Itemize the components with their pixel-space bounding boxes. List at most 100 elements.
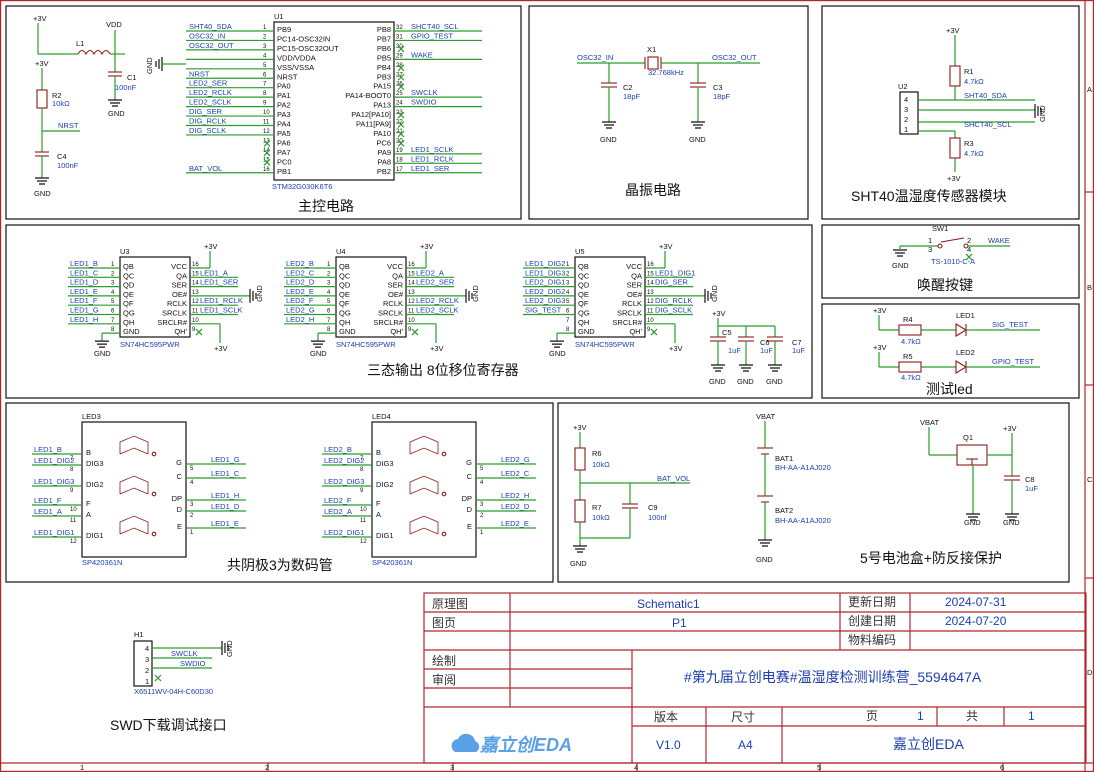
resistor-r6 [574, 447, 586, 471]
shift-pin-num: 10 [192, 318, 199, 324]
title-battery: 5号电池盒+防反接保护 [860, 550, 1002, 566]
svg-text:L1: L1 [76, 39, 84, 48]
shift-pwr-label: +3V [430, 344, 444, 353]
mcu-net-right: LED1_SCLK [411, 145, 454, 154]
seg-pin-num: 1 [190, 530, 194, 536]
seg-pin-num: 10 [360, 507, 367, 513]
shift-pin-right: QH' [174, 327, 187, 336]
shift-pin-num: 9 [192, 327, 196, 333]
shift-net-left: LED2_B [286, 259, 314, 268]
shift-pin-num: 14 [408, 281, 415, 287]
shift-net-right: DIG_RCLK [655, 296, 693, 305]
mcu-pin-right: PA14-BOOT0 [345, 91, 391, 100]
mcu-chip[interactable]: U1 STM32G030K6T6 PB91SHT40_SDAPC14-OSC32… [186, 12, 482, 191]
shift-pwr-label: +3V [669, 344, 683, 353]
shift-net-right: LED1_SER [200, 278, 239, 287]
tb-label-page: 图页 [432, 616, 456, 630]
tb-label-draw: 绘制 [432, 653, 456, 668]
mcu-pin-num: 3 [263, 44, 267, 50]
resistor-r3 [949, 137, 961, 159]
mcu-net-right: WAKE [411, 50, 433, 59]
seg-net-right: LED2_D [501, 502, 530, 511]
mcu-pin-right: PB4 [377, 63, 391, 72]
shift-pin-num: 9 [408, 327, 412, 333]
svg-text:GND: GND [1038, 105, 1047, 122]
seg-pin-right: G [466, 458, 472, 467]
net-osc32-in: OSC32_IN [577, 53, 613, 62]
mcu-net-left: LED2_SER [189, 79, 228, 88]
svg-text:R4: R4 [903, 315, 913, 324]
seg-pin-left: DIG3 [376, 459, 394, 468]
svg-text:18pF: 18pF [713, 92, 731, 101]
cloud-logo-icon [451, 733, 480, 752]
shift-pin-num: 3 [566, 281, 570, 287]
mcu-net-left: SHT40_SDA [189, 22, 232, 31]
border-mark-2: 2 [265, 763, 269, 772]
frame-battery [557, 402, 1070, 583]
svg-text:4.7kΩ: 4.7kΩ [964, 149, 984, 158]
shift-pin-right: SER [172, 281, 188, 290]
shift-pin-left: QH [339, 318, 350, 327]
shift-pwr-label: +3V [420, 242, 434, 251]
shift-pin-num: 2 [111, 271, 115, 277]
shift-net-left: LED2_F [286, 296, 314, 305]
swd-header[interactable]: H1 4 3 2 1 SWCLK SWDIO GND X6511WV-04H-C… [133, 630, 234, 696]
shift-net-left: LED1_DIG2 [525, 259, 565, 268]
seg-net-left: LED2_A [324, 507, 352, 516]
mcu-net-left: DIG_SCLK [189, 126, 226, 135]
seg-part: SP420361N [372, 558, 412, 567]
shift-pin-left: GND [339, 327, 356, 336]
tb-created: 2024-07-20 [945, 614, 1007, 628]
shift-pin-right: QH' [629, 327, 642, 336]
mcu-net-left: NRST [189, 69, 210, 78]
tb-page-name: P1 [672, 616, 687, 630]
svg-text:3: 3 [145, 655, 149, 664]
mcu-pin-num: 25 [396, 91, 403, 97]
wake-button[interactable]: SW1 1 2 3 4 WAKE GND TS-1010-C-A [892, 224, 1010, 270]
shift-register-u5[interactable]: U5SN74HC595PWRQB1LED1_DIG2QC2LED1_DIG3QD… [523, 242, 719, 358]
svg-text:C1: C1 [127, 73, 137, 82]
shift-pin-num: 13 [647, 290, 654, 296]
seg-pin-left: DIG3 [86, 459, 104, 468]
tb-updated: 2024-07-31 [945, 595, 1007, 609]
seg-display-led4[interactable]: LED4SP420361NB7LED2_BDIG38LED2_DIG2DIG29… [322, 412, 536, 567]
svg-text:TS-1010-C-A: TS-1010-C-A [931, 257, 975, 266]
border-mark-5: 5 [817, 763, 821, 772]
svg-text:LED1: LED1 [956, 311, 975, 320]
shift-register-u3[interactable]: U3SN74HC595PWRQB1LED1_BQC2LED1_CQD3LED1_… [68, 242, 264, 358]
svg-text:BH-AA-A1AJ020: BH-AA-A1AJ020 [775, 516, 831, 525]
tb-project: #第九届立创电赛#温湿度检测训练营_5594647A [684, 669, 982, 685]
svg-text:100nf: 100nf [648, 513, 668, 522]
seg-pin-right: D [467, 505, 473, 514]
shift-register-u4[interactable]: U4SN74HC595PWRQB1LED2_BQC2LED2_CQD3LED2_… [284, 242, 480, 358]
shift-net-right: LED2_A [416, 268, 444, 277]
mcu-pin-num: 24 [396, 101, 403, 107]
seg-pin-num: 1 [480, 530, 484, 536]
mcu-pin-left: PA0 [277, 82, 291, 91]
shift-pin-num: 8 [327, 327, 331, 333]
shift-gnd-label: GND [255, 285, 264, 302]
border-ticks [267, 191, 1094, 772]
shift-pin-left: GND [123, 327, 140, 336]
shift-net-right: DIG_SER [655, 278, 689, 287]
seg-digit-icon [409, 435, 447, 457]
shift-net-left: SIG_TEST [525, 306, 562, 315]
svg-text:1uF: 1uF [760, 346, 773, 355]
mcu-pin-left: PA6 [277, 138, 291, 147]
shift-gnd-label: GND [549, 349, 566, 358]
seg-display-led3[interactable]: LED3SP420361NB7LED1_BDIG38LED1_DIG2DIG29… [32, 412, 246, 567]
pwr-3v-label: +3V [33, 14, 47, 23]
net-bat-vol: BAT_VOL [657, 474, 690, 483]
border-mark-1: 1 [80, 763, 84, 772]
shift-net-left: LED2_DIG1 [525, 278, 565, 287]
seg-pin-num: 2 [480, 513, 484, 519]
shift-pin-num: 5 [327, 299, 331, 305]
svg-text:+3V: +3V [873, 306, 887, 315]
shift-pin-right: VCC [171, 262, 187, 271]
seg-pin-num: 7 [70, 456, 74, 462]
shift-pin-num: 3 [111, 281, 115, 287]
svg-text:C3: C3 [713, 83, 723, 92]
svg-text:C7: C7 [792, 338, 802, 347]
svg-text:X6511WV-04H-C60D30: X6511WV-04H-C60D30 [134, 687, 213, 696]
